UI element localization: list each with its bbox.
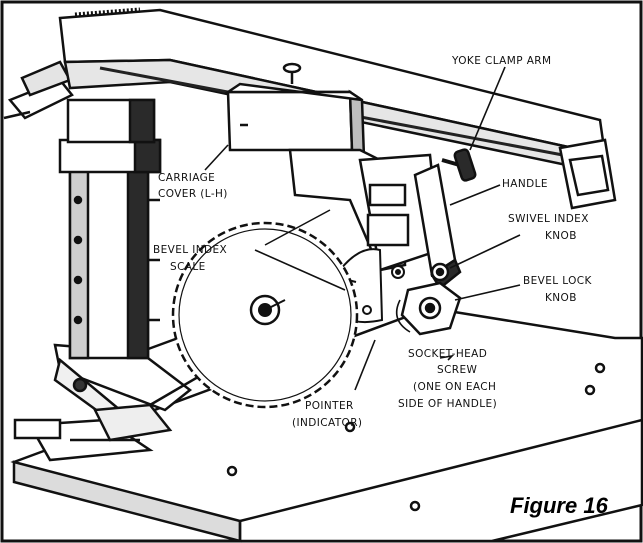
label-socket-head-screw-line2: SCREW [437, 364, 478, 376]
label-handle: HANDLE [502, 178, 548, 190]
yoke [288, 148, 477, 290]
swivel-index-knob [430, 262, 450, 282]
label-socket-head-screw-line3: (ONE ON EACH [413, 381, 496, 393]
elevation-crank [3, 60, 74, 120]
saw-blade [171, 209, 359, 409]
label-swivel-index-knob-line1: SWIVEL INDEX [508, 213, 589, 225]
label-yoke-clamp-arm: YOKE CLAMP ARM [451, 55, 551, 67]
label-carriage-cover-line2: COVER (L-H) [158, 188, 228, 200]
label-socket-head-screw-line4: SIDE OF HANDLE) [398, 398, 497, 410]
label-socket-head-screw-line1: SOCKET-HEAD [408, 348, 487, 360]
leader-lines [204, 66, 521, 391]
bevel-lock-knob [400, 281, 462, 336]
column [58, 98, 162, 360]
socket-head-screw [362, 265, 405, 315]
label-bevel-lock-knob-line2: KNOB [545, 292, 577, 304]
base-frame [13, 328, 211, 462]
label-carriage-cover-line1: CARRIAGE [158, 172, 215, 184]
label-bevel-lock-knob-line1: BEVEL LOCK [523, 275, 593, 287]
label-pointer-line2: (INDICATOR) [292, 417, 362, 429]
label-pointer-line1: POINTER [305, 400, 354, 412]
label-bevel-index-scale-line2: SCALE [170, 261, 206, 273]
figure-caption: Figure 16 [510, 493, 609, 518]
label-swivel-index-knob-line2: KNOB [545, 230, 577, 242]
label-bevel-index-scale-line1: BEVEL INDEX [153, 244, 227, 256]
table [10, 306, 643, 543]
